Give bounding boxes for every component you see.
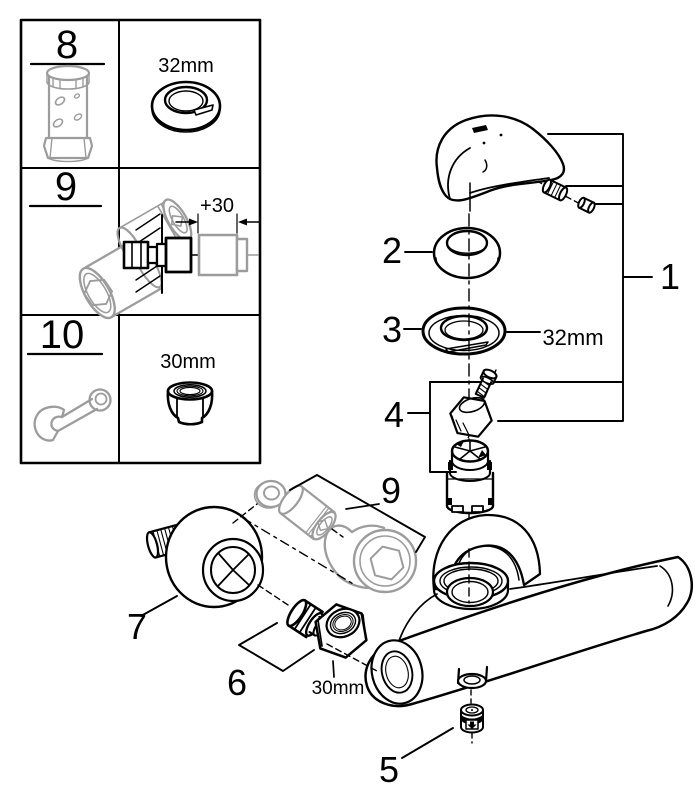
callout-4: 4 [384,394,404,435]
open-end-wrench-icon [33,388,112,442]
callout-7-leader [140,595,178,617]
extension-set-group9 [253,479,418,594]
callout-9: 9 [381,470,401,511]
cartridge-screw [474,368,498,399]
ring-32mm-label: 32mm [542,325,603,350]
callout-1-bracket [429,133,653,422]
wall-extension-detail: +30 [122,195,260,294]
callout-7: 7 [127,606,147,647]
nut-30mm-leader [332,660,335,678]
nut-body-axis-dash [326,643,378,672]
seal-axis-dash [257,584,292,608]
table-item-number: 8 [56,23,78,67]
callout-6: 6 [227,662,247,703]
handle-set-screw [541,178,569,202]
ring-nut-32-icon [150,80,222,133]
table-dim-32mm: 32mm [158,55,214,77]
dimension-plus-30: +30 [175,195,260,234]
mounting-sleeve-tool-icon [42,64,94,163]
callout-5: 5 [379,749,399,790]
table-item-number: 10 [40,313,85,357]
threaded-ring-part3 [421,306,507,356]
cap-ring-part2 [432,226,502,280]
washer-axis-dash [232,503,258,524]
socket-axis-dash [331,528,344,538]
body-left-inlet [370,639,424,705]
exploded-view: 1 2 3 4 5 6 7 9 32mm 30mm [127,114,694,790]
mixer-body [364,513,694,708]
lever-handle [435,114,566,202]
tools-table: 8 32mm [19,18,262,465]
outlet-insert-part5 [460,703,484,734]
callout-5-leader [401,727,454,759]
plus-30-label: +30 [200,195,234,217]
body-bottom-outlet [456,665,489,690]
callout-9-bracket [289,474,426,553]
table-row-9: 9 [28,165,260,320]
table-row-8: 8 32mm [29,23,222,163]
handle-plug [577,196,596,214]
callout-1: 1 [660,256,680,297]
callout-3: 3 [382,309,402,350]
escutcheon-part7 [145,505,265,609]
callout-6-bracket [238,622,315,672]
table-row-10: 10 30mm [26,313,216,442]
nut-30-icon [166,381,214,426]
cartridge-adapter [449,396,493,438]
nut-30mm-label: 30mm [312,678,365,699]
callout-4-bracket [407,381,457,473]
extension-socket [323,524,418,594]
body-collar [432,561,510,611]
group9-axis-dash [242,517,356,586]
table-dim-30mm: 30mm [160,351,216,373]
cartridge [445,439,495,515]
table-item-number: 9 [55,165,77,209]
callout-2: 2 [382,230,402,271]
